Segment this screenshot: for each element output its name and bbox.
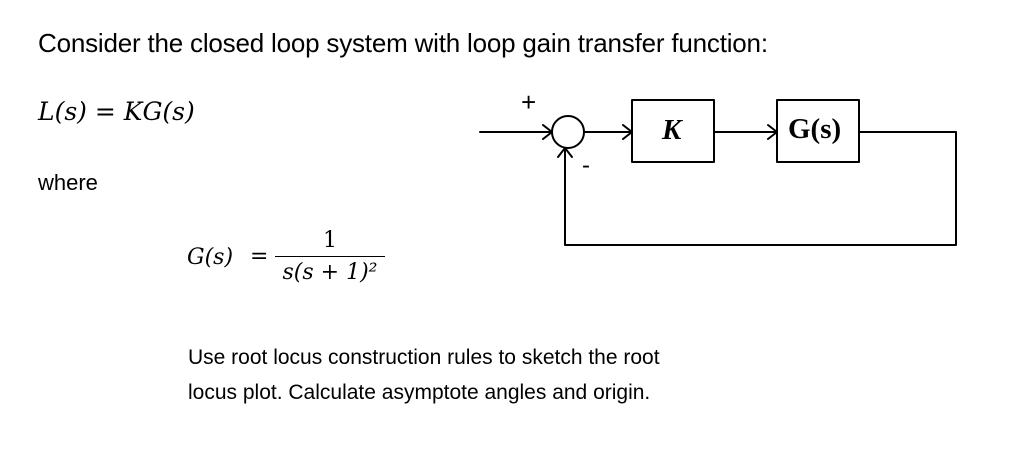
problem-intro: Consider the closed loop system with loo… [38,28,768,58]
plus-sign: + [521,87,537,117]
loop-gain-equation: L(s) = KG(s) [38,97,195,126]
plant-numerator: 1 [323,228,337,253]
feedback-arrowhead [557,147,573,158]
plant-equals: = [250,244,269,269]
instruction-text: Use root locus construction rules to ske… [188,340,808,410]
instruction-line-1: Use root locus construction rules to ske… [188,346,660,369]
plant-fraction: 1 s(s + 1)² [275,228,385,286]
k-block-label: K [662,114,682,146]
g-block-label: G(s) [788,113,842,145]
block-diagram-lines [479,99,957,246]
plant-denominator: s(s + 1)² [282,260,378,285]
fraction-bar [275,256,385,257]
where-label: where [38,170,98,195]
instruction-line-2: locus plot. Calculate asymptote angles a… [188,381,651,404]
block-diagram: + - K G(s) [470,85,970,260]
feedback-path [564,131,957,246]
minus-sign: - [582,152,590,179]
plant-lhs: G(s) [187,245,234,270]
summing-junction [551,115,585,149]
